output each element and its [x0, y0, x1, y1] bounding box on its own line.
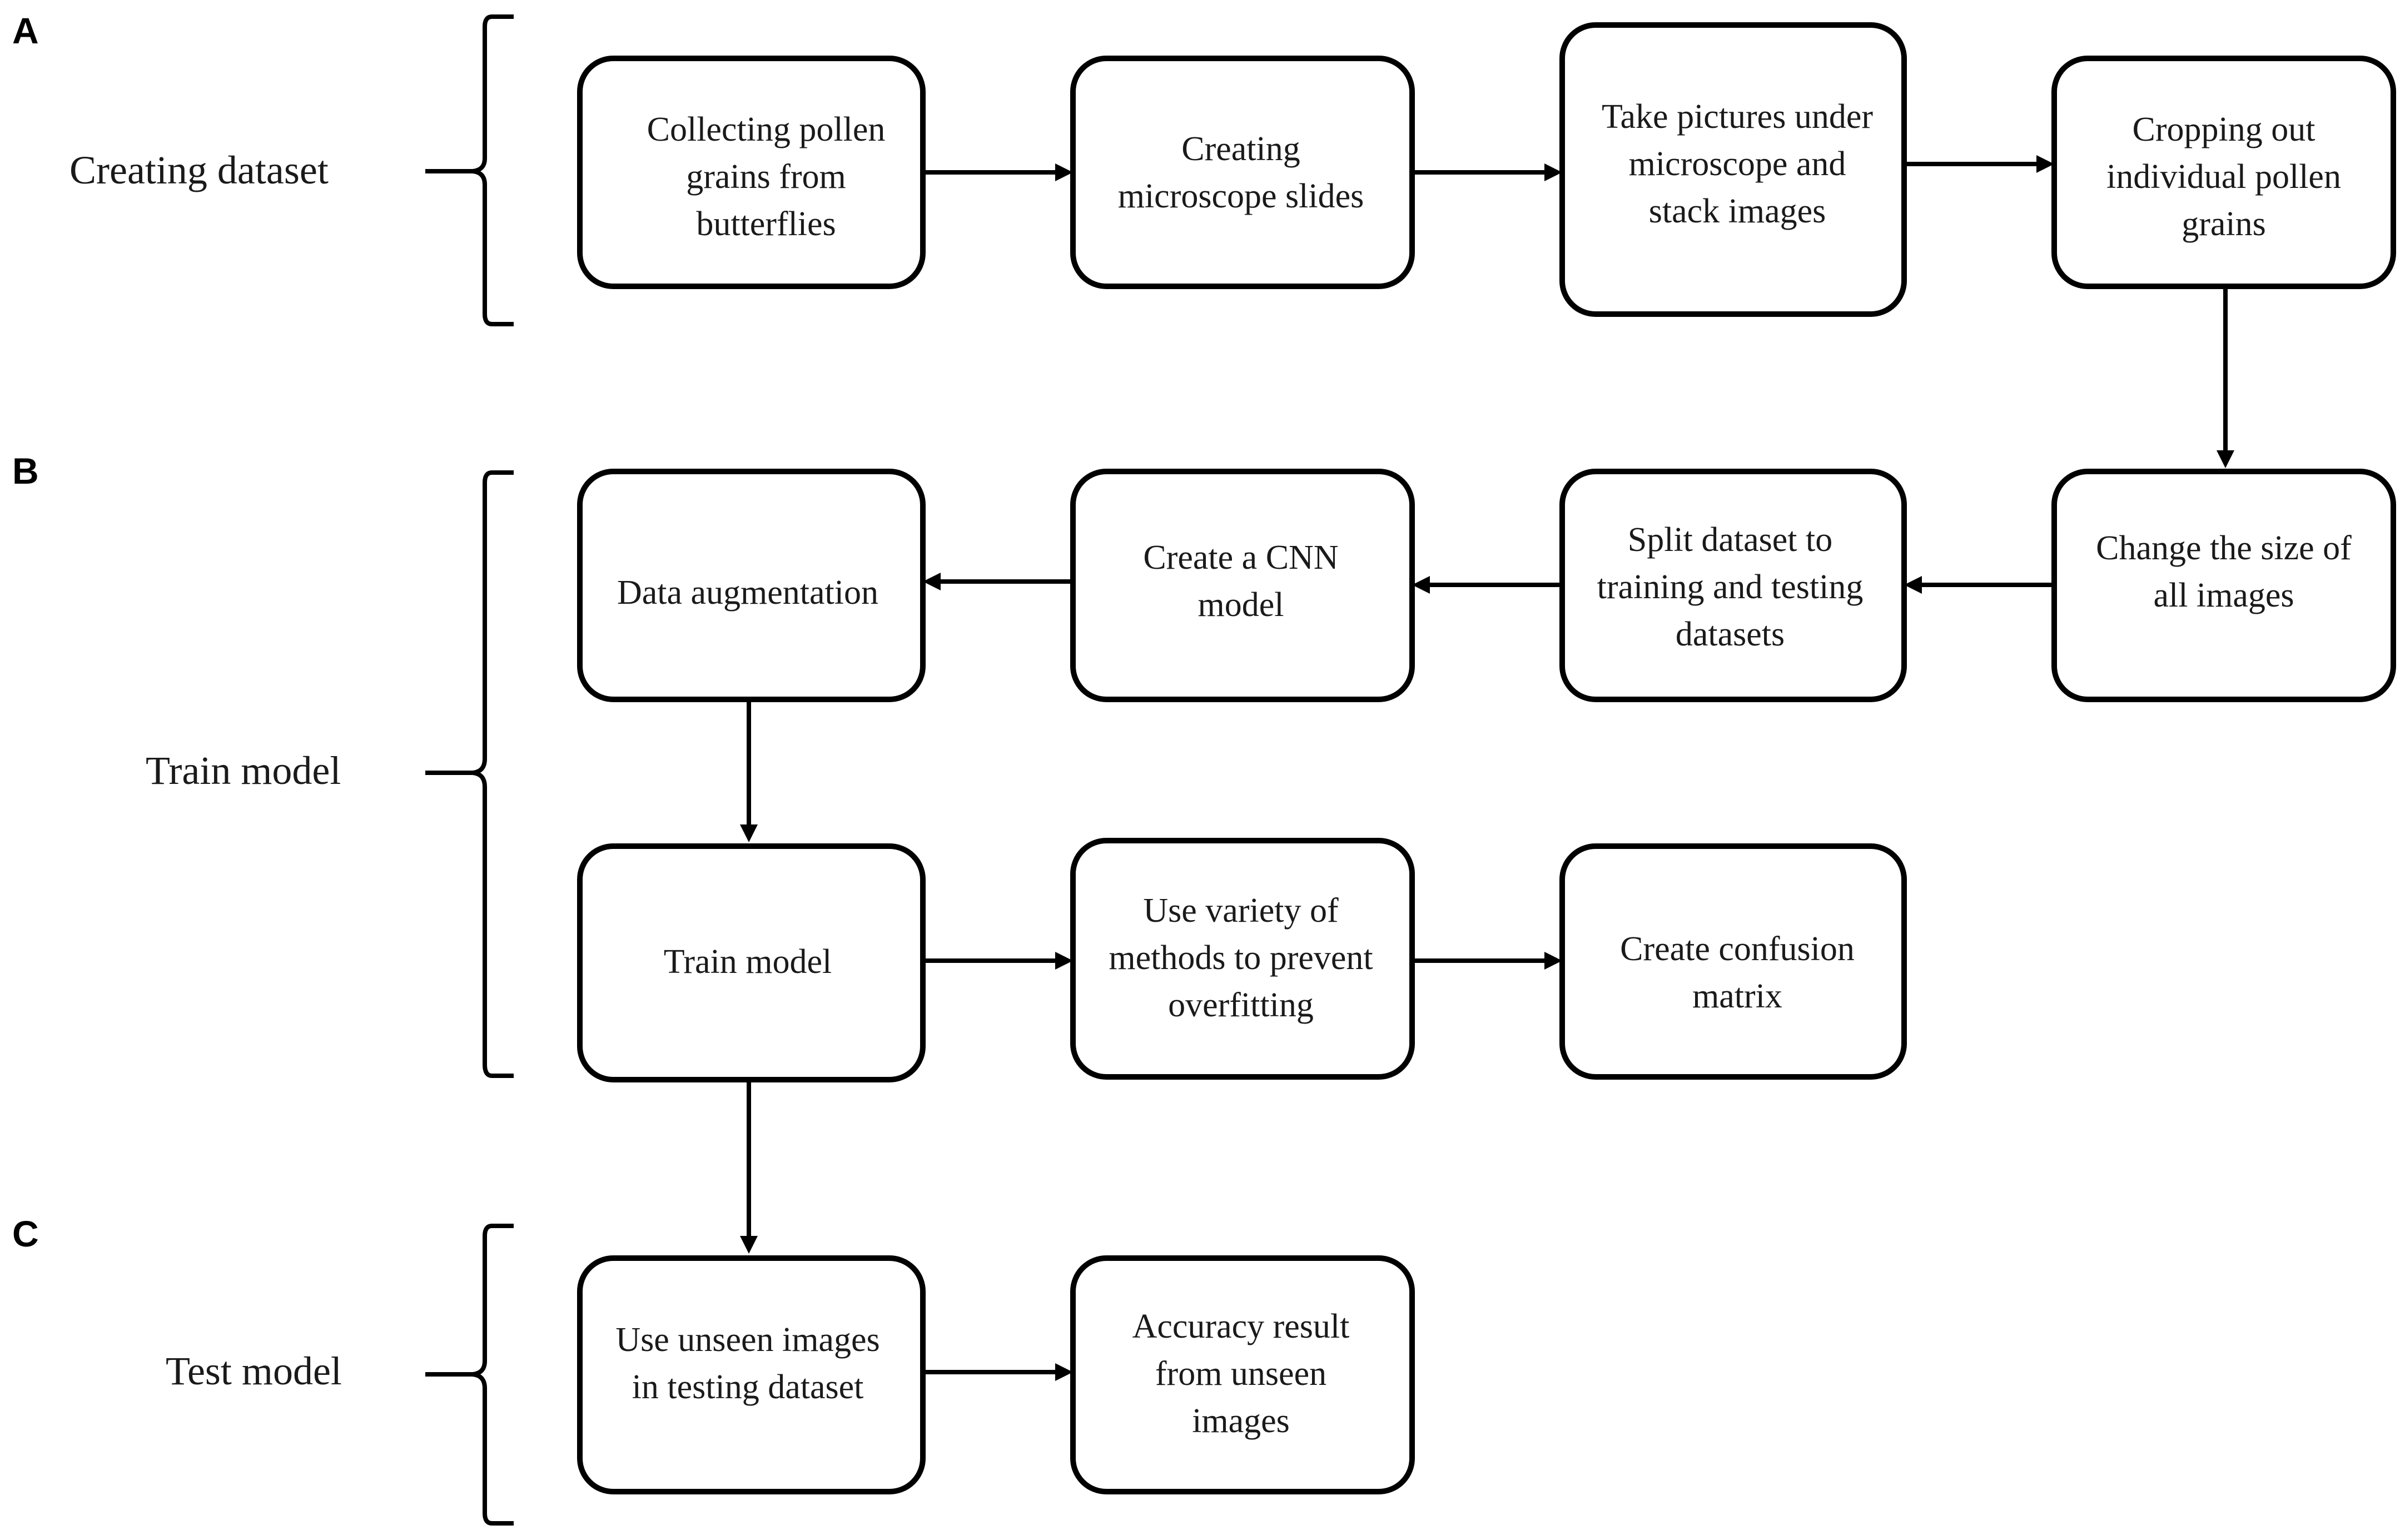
box-data-augmentation-line-1: Data augmentation	[617, 574, 878, 612]
box-split-dataset-line-2: training and testing	[1597, 568, 1864, 606]
box-collecting-pollen-line-1: Collecting pollen	[647, 111, 886, 148]
panel-letter-b: B	[12, 450, 39, 491]
box-create-cnn-line-1: Create a CNN	[1143, 539, 1338, 577]
box-accuracy-result-line-3: images	[1192, 1402, 1290, 1440]
box-unseen-images: Use unseen images in testing dataset	[577, 1255, 926, 1494]
bracket-train-model	[425, 470, 514, 1078]
arrow-overfit-to-confusion	[1412, 952, 1562, 970]
box-cropping-line-3: grains	[2182, 205, 2266, 243]
box-take-pictures-line-3: stack images	[1649, 192, 1826, 230]
arrow-augment-to-train	[740, 702, 758, 842]
box-split-dataset: Split dataset to training and testing da…	[1559, 469, 1907, 702]
box-creating-slides-line-1: Creating	[1181, 130, 1300, 168]
box-collecting-pollen-line-2: grains from	[686, 158, 846, 196]
box-prevent-overfitting-line-1: Use variety of	[1143, 892, 1339, 930]
box-collecting-pollen-line-3: butterflies	[696, 205, 836, 243]
box-take-pictures-line-2: microscope and	[1629, 145, 1846, 183]
box-accuracy-result: Accuracy result from unseen images	[1070, 1255, 1415, 1494]
box-change-size: Change the size of all images	[2051, 469, 2396, 702]
arrow-resize-to-split	[1904, 576, 2054, 594]
box-confusion-matrix-line-2: matrix	[1692, 977, 1782, 1015]
bracket-creating-dataset	[425, 14, 514, 326]
box-prevent-overfitting-line-2: methods to prevent	[1109, 939, 1373, 977]
section-label-creating-dataset: Creating dataset	[69, 148, 329, 192]
arrow-train-to-overfit	[923, 952, 1073, 970]
box-creating-slides-line-2: microscope slides	[1118, 177, 1364, 215]
box-collecting-pollen: Collecting pollen grains from butterflie…	[577, 56, 926, 289]
box-split-dataset-line-1: Split dataset to	[1628, 521, 1833, 559]
box-cropping-line-2: individual pollen	[2106, 158, 2341, 196]
arrow-cnn-to-augment	[923, 573, 1073, 590]
box-cropping-line-1: Cropping out	[2133, 111, 2315, 148]
box-change-size-line-1: Change the size of	[2096, 529, 2352, 567]
box-cropping: Cropping out individual pollen grains	[2051, 56, 2396, 289]
arrow-split-to-cnn	[1412, 576, 1562, 594]
arrow-train-to-unseen	[740, 1080, 758, 1254]
box-confusion-matrix-line-1: Create confusion	[1620, 930, 1855, 968]
box-prevent-overfitting: Use variety of methods to prevent overfi…	[1070, 838, 1415, 1080]
box-creating-slides: Creating microscope slides	[1070, 56, 1415, 289]
box-train-model: Train model	[577, 843, 926, 1082]
arrow-slides-to-pictures	[1412, 163, 1562, 181]
arrow-pictures-to-crop	[1904, 155, 2054, 173]
box-unseen-images-line-1: Use unseen images	[615, 1321, 879, 1359]
bracket-test-model	[425, 1224, 514, 1526]
arrow-collect-to-slides	[923, 163, 1073, 181]
box-accuracy-result-line-1: Accuracy result	[1132, 1308, 1350, 1345]
panel-letter-c: C	[12, 1213, 39, 1254]
box-prevent-overfitting-line-3: overfitting	[1168, 986, 1314, 1024]
box-data-augmentation: Data augmentation	[577, 469, 926, 702]
box-unseen-images-line-2: in testing dataset	[632, 1368, 864, 1406]
box-take-pictures-line-1: Take pictures under	[1602, 98, 1873, 136]
panel-letter-a: A	[12, 10, 39, 51]
section-label-test-model: Test model	[166, 1349, 342, 1393]
box-change-size-line-2: all images	[2153, 577, 2294, 614]
box-create-cnn-line-2: model	[1198, 586, 1284, 624]
box-confusion-matrix: Create confusion matrix	[1559, 843, 1907, 1080]
box-create-cnn: Create a CNN model	[1070, 469, 1415, 702]
arrow-unseen-to-accuracy	[923, 1363, 1073, 1381]
box-train-model-line-1: Train model	[664, 943, 832, 981]
box-accuracy-result-line-2: from unseen	[1155, 1355, 1326, 1393]
box-take-pictures: Take pictures under microscope and stack…	[1559, 22, 1907, 317]
box-split-dataset-line-3: datasets	[1676, 615, 1785, 653]
arrow-crop-to-resize	[2217, 286, 2234, 468]
section-label-train-model: Train model	[146, 748, 341, 793]
